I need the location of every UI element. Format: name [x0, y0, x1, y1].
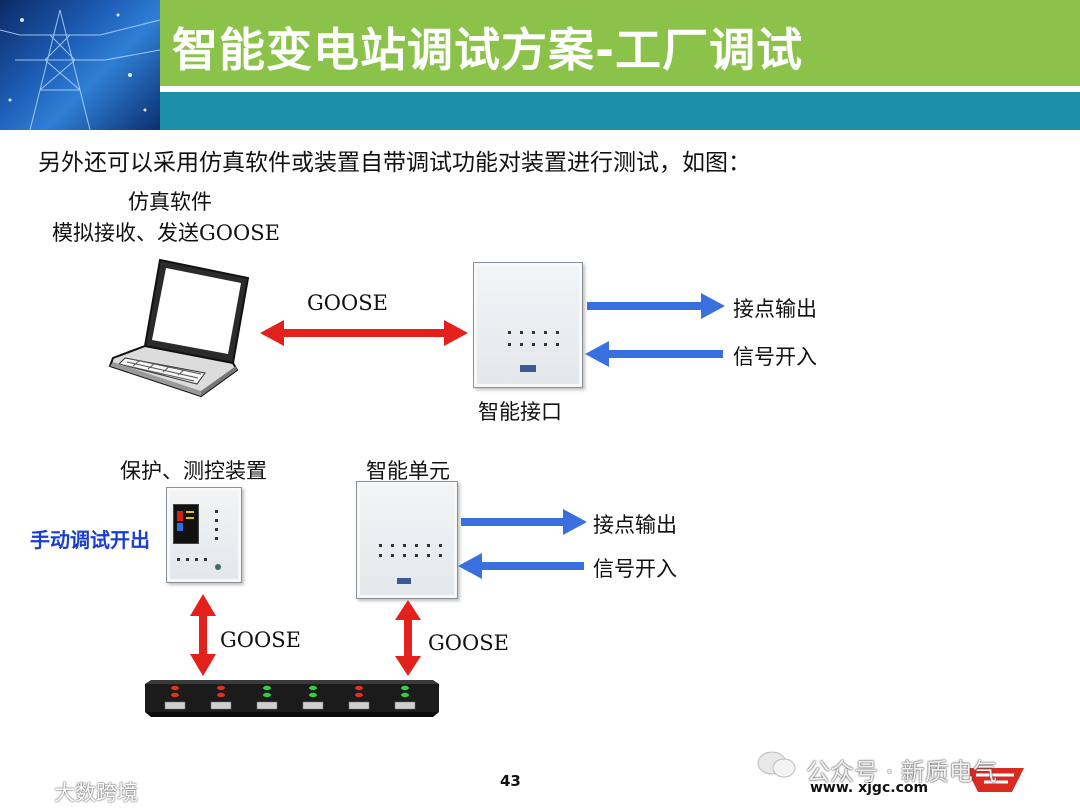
top-output-label: 接点输出: [733, 297, 817, 321]
switch-led: [309, 692, 317, 698]
smart-interface-device: [473, 262, 583, 388]
laptop-label-line2: 模拟接收、发送GOOSE: [52, 221, 280, 245]
top-output-arrow: [587, 293, 725, 319]
switch-port: [302, 701, 324, 710]
manual-debug-label: 手动调试开出: [30, 528, 150, 552]
switch-port: [256, 701, 278, 710]
header-blue-band: [0, 92, 1080, 130]
protection-device: [166, 487, 242, 583]
bottom-input-label: 信号开入: [593, 557, 677, 581]
device-port: [520, 365, 536, 372]
header-power-tower-image: [0, 0, 160, 130]
switch-led: [263, 692, 271, 698]
bottom-goose-left-label: GOOSE: [220, 628, 301, 652]
bottom-goose-right-label: GOOSE: [428, 631, 509, 655]
bottom-input-arrow: [458, 553, 584, 579]
header-divider: [0, 86, 1080, 92]
smart-unit-device: [356, 481, 458, 599]
bottom-output-label: 接点输出: [593, 513, 677, 537]
watermark-left: 大数跨境: [54, 781, 138, 805]
wechat-icon: [757, 751, 796, 778]
protect-goose-arrow: [190, 594, 216, 676]
intro-text: 另外还可以采用仿真软件或装置自带调试功能对装置进行测试，如图：: [38, 150, 751, 176]
device-screen: [173, 504, 199, 544]
switch-led: [171, 685, 179, 691]
bottom-output-arrow: [461, 509, 587, 535]
footer-url: www. xjgc.com: [810, 780, 929, 796]
watermark-logo-icon: [4, 780, 33, 798]
switch-led: [401, 685, 409, 691]
switch-led: [309, 685, 317, 691]
protect-device-label: 保护、测控装置: [120, 459, 267, 483]
watermark-right: 公众号 · 新质电气: [806, 758, 997, 786]
switch-port: [164, 701, 186, 710]
header-bar: [0, 0, 1080, 86]
laptop-icon: [108, 258, 250, 398]
network-switch: [145, 680, 439, 717]
smart-unit-label: 智能单元: [366, 459, 450, 483]
switch-led: [355, 692, 363, 698]
top-goose-label: GOOSE: [307, 291, 388, 315]
page-title: 智能变电站调试方案-工厂调试: [172, 23, 804, 77]
top-input-arrow: [585, 341, 723, 367]
unit-goose-arrow: [395, 600, 421, 676]
switch-led: [401, 692, 409, 698]
page-number: 43: [500, 772, 521, 790]
switch-led: [263, 685, 271, 691]
goose-double-arrow: [260, 320, 468, 346]
switch-led: [171, 692, 179, 698]
switch-port: [394, 701, 416, 710]
switch-led: [217, 692, 225, 698]
switch-port: [210, 701, 232, 710]
smart-interface-label: 智能接口: [478, 400, 562, 424]
laptop-label-line1: 仿真软件: [128, 190, 212, 214]
switch-led: [355, 685, 363, 691]
switch-led: [217, 685, 225, 691]
company-logo-icon: [966, 768, 1024, 792]
switch-port: [348, 701, 370, 710]
top-input-label: 信号开入: [733, 345, 817, 369]
